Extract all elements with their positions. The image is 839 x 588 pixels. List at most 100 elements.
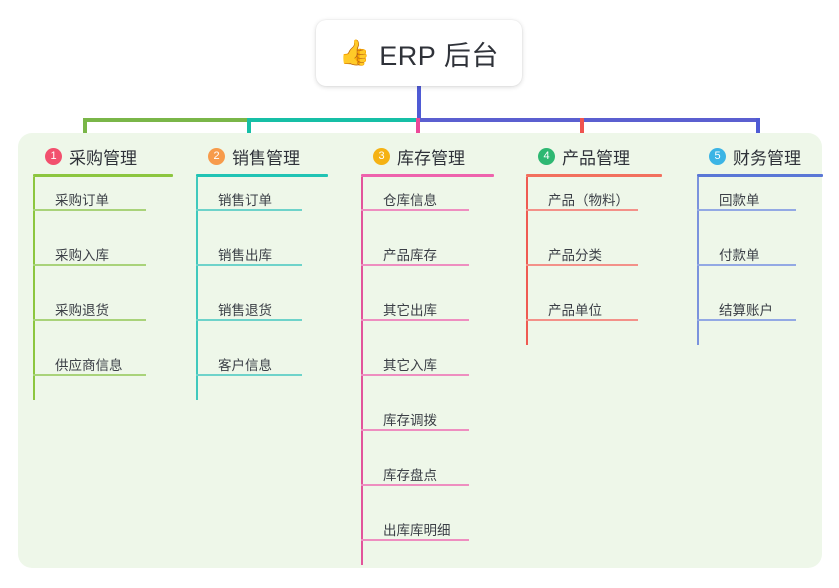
menu-item-rule: [33, 264, 146, 266]
column-rule-4: [526, 174, 662, 177]
column-badge-2: 2: [208, 147, 225, 165]
menu-item-rule: [33, 319, 146, 321]
menu-item[interactable]: 产品库存: [361, 232, 494, 266]
column-2: 2 销售管理销售订单销售出库销售退货客户信息: [196, 144, 328, 400]
menu-item-label: 销售订单: [218, 193, 272, 208]
menu-item-rule: [33, 209, 146, 211]
menu-item[interactable]: 库存盘点: [361, 452, 494, 486]
menu-item-rule: [697, 264, 796, 266]
column-rule-3: [361, 174, 494, 177]
menu-item[interactable]: 付款单: [697, 232, 823, 266]
menu-item-label: 其它出库: [383, 303, 437, 318]
menu-item-label: 销售出库: [218, 248, 272, 263]
column-spine-3: [361, 177, 363, 565]
menu-item[interactable]: 供应商信息: [33, 342, 173, 376]
column-items-5: 回款单付款单结算账户: [697, 177, 823, 345]
menu-item[interactable]: 产品分类: [526, 232, 662, 266]
column-header-1[interactable]: 1 采购管理: [33, 144, 173, 168]
menu-item-rule: [361, 319, 469, 321]
column-title-3: 库存管理: [397, 148, 465, 168]
column-3: 3 库存管理仓库信息产品库存其它出库其它入库库存调拨库存盘点出库库明细: [361, 144, 494, 565]
menu-item-label: 产品库存: [383, 248, 437, 263]
column-badge-3: 3: [373, 147, 390, 165]
menu-item-rule: [196, 264, 302, 266]
column-spine-4: [526, 177, 528, 345]
menu-item-rule: [196, 209, 302, 211]
menu-item-rule: [361, 374, 469, 376]
menu-item[interactable]: 采购入库: [33, 232, 173, 266]
menu-item-label: 产品分类: [548, 248, 602, 263]
root-node[interactable]: 👍 ERP 后台: [316, 20, 522, 86]
column-title-2: 销售管理: [232, 148, 300, 168]
column-items-3: 仓库信息产品库存其它出库其它入库库存调拨库存盘点出库库明细: [361, 177, 494, 565]
column-title-4: 产品管理: [562, 148, 630, 168]
menu-item[interactable]: 客户信息: [196, 342, 328, 376]
menu-item-label: 采购入库: [55, 248, 109, 263]
menu-item[interactable]: 出库库明细: [361, 507, 494, 541]
root-node-label: ERP 后台: [379, 40, 499, 71]
menu-item-rule: [361, 209, 469, 211]
menu-item-rule: [697, 209, 796, 211]
menu-item-rule: [361, 264, 469, 266]
column-items-2: 销售订单销售出库销售退货客户信息: [196, 177, 328, 400]
menu-item-rule: [526, 209, 638, 211]
menu-item-rule: [196, 374, 302, 376]
menu-item-rule: [361, 484, 469, 486]
menu-item-rule: [33, 374, 146, 376]
column-badge-4: 4: [538, 147, 555, 165]
column-4: 4 产品管理产品（物料） 产品分类产品单位: [526, 144, 662, 345]
column-spine-5: [697, 177, 699, 345]
menu-item-rule: [697, 319, 796, 321]
column-items-1: 采购订单采购入库采购退货供应商信息: [33, 177, 173, 400]
column-header-3[interactable]: 3 库存管理: [361, 144, 494, 168]
menu-item[interactable]: 其它入库: [361, 342, 494, 376]
menu-item[interactable]: 采购退货: [33, 287, 173, 321]
column-title-1: 采购管理: [69, 148, 137, 168]
column-1: 1 采购管理采购订单采购入库采购退货供应商信息: [33, 144, 173, 400]
menu-item[interactable]: 产品（物料）: [526, 177, 662, 211]
menu-item-label: 库存调拨: [383, 413, 437, 428]
menu-item-rule: [526, 264, 638, 266]
column-header-5[interactable]: 5 财务管理: [697, 144, 823, 168]
menu-item-label: 结算账户: [719, 303, 773, 318]
menu-item-label: 供应商信息: [55, 358, 123, 373]
menu-item-label: 仓库信息: [383, 193, 437, 208]
menu-item-label: 采购订单: [55, 193, 109, 208]
column-header-2[interactable]: 2 销售管理: [196, 144, 328, 168]
menu-item-rule: [196, 319, 302, 321]
menu-item[interactable]: 销售出库: [196, 232, 328, 266]
column-header-4[interactable]: 4 产品管理: [526, 144, 662, 168]
menu-item-rule: [526, 319, 638, 321]
menu-item-rule: [361, 539, 469, 541]
diagram-panel: [18, 133, 822, 568]
column-badge-1: 1: [45, 147, 62, 165]
column-badge-5: 5: [709, 147, 726, 165]
menu-item[interactable]: 销售退货: [196, 287, 328, 321]
column-spine-1: [33, 177, 35, 400]
menu-item-label: 销售退货: [218, 303, 272, 318]
menu-item[interactable]: 结算账户: [697, 287, 823, 321]
menu-item[interactable]: 仓库信息: [361, 177, 494, 211]
menu-item-label: 库存盘点: [383, 468, 437, 483]
menu-item[interactable]: 回款单: [697, 177, 823, 211]
menu-item-label: 客户信息: [218, 358, 272, 373]
menu-item[interactable]: 销售订单: [196, 177, 328, 211]
column-5: 5 财务管理回款单付款单结算账户: [697, 144, 823, 345]
menu-item-label: 产品（物料）: [548, 193, 629, 208]
menu-item[interactable]: 采购订单: [33, 177, 173, 211]
menu-item-label: 产品单位: [548, 303, 602, 318]
menu-item[interactable]: 其它出库: [361, 287, 494, 321]
column-rule-2: [196, 174, 328, 177]
column-spine-2: [196, 177, 198, 400]
menu-item[interactable]: 产品单位: [526, 287, 662, 321]
column-items-4: 产品（物料） 产品分类产品单位: [526, 177, 662, 345]
menu-item-label: 采购退货: [55, 303, 109, 318]
menu-item-label: 出库库明细: [383, 523, 451, 538]
menu-item[interactable]: 库存调拨: [361, 397, 494, 431]
menu-item-label: 付款单: [719, 248, 760, 263]
thumbs-up-icon: 👍: [339, 38, 371, 67]
column-rule-1: [33, 174, 173, 177]
menu-item-label: 其它入库: [383, 358, 437, 373]
menu-item-label: 回款单: [719, 193, 760, 208]
column-title-5: 财务管理: [733, 148, 801, 168]
